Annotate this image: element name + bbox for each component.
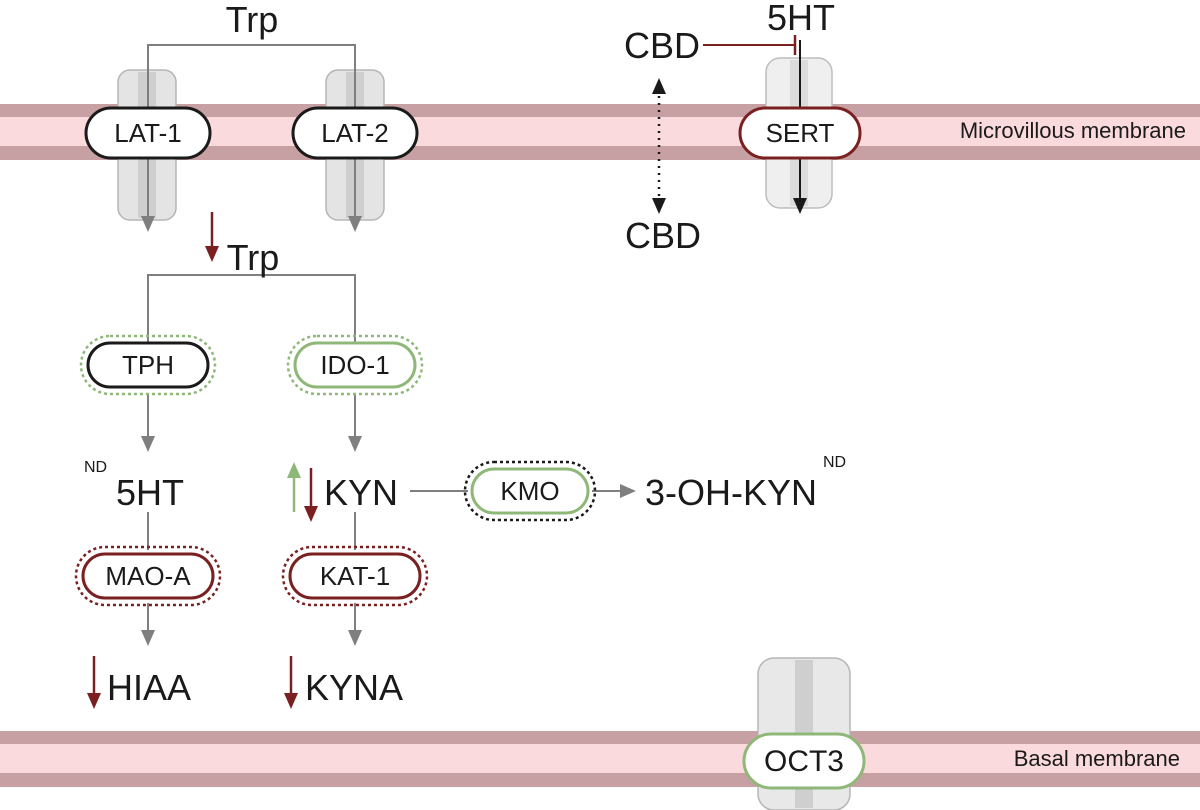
- microvillous-membrane-label: Microvillous membrane: [960, 118, 1186, 143]
- kat1-enzyme: KAT-1: [281, 545, 429, 607]
- kmo-enzyme: KMO: [463, 460, 597, 522]
- kat1-label: KAT-1: [320, 561, 390, 591]
- kyn-label: KYN: [324, 472, 398, 513]
- oct3-transporter: OCT3: [742, 732, 866, 790]
- hiaa-label: HIAA: [107, 667, 191, 708]
- 3ohkyn-label: 3-OH-KYN: [645, 472, 817, 513]
- trp-uptake-bracket: [147, 44, 356, 108]
- ido1-label: IDO-1: [320, 350, 389, 380]
- lat1-label: LAT-1: [114, 118, 181, 148]
- basal-membrane: [0, 731, 1200, 787]
- maoa-label: MAO-A: [105, 561, 191, 591]
- 5ht-outside-label: 5HT: [767, 0, 835, 38]
- trp-inside-label: Trp: [227, 237, 280, 278]
- 3ohkyn-not-detected-mark: ND: [823, 454, 846, 471]
- ido1-enzyme: IDO-1: [286, 334, 424, 396]
- kmo-label: KMO: [500, 476, 559, 506]
- basal-membrane-label: Basal membrane: [1014, 746, 1180, 771]
- oct3-label: OCT3: [764, 745, 844, 778]
- lat2-label: LAT-2: [321, 118, 388, 148]
- trp-metabolism-bracket: [147, 274, 356, 345]
- cbd-inside-label: CBD: [625, 215, 701, 256]
- cbd-outside-label: CBD: [624, 25, 700, 66]
- lat1-transporter: LAT-1: [84, 106, 212, 160]
- trp-outside-label: Trp: [226, 0, 279, 40]
- sert-label: SERT: [766, 118, 835, 148]
- sert-transporter: SERT: [738, 106, 862, 160]
- maoa-enzyme: MAO-A: [74, 545, 222, 607]
- tph-enzyme: TPH: [79, 334, 217, 396]
- tph-label: TPH: [122, 350, 174, 380]
- 5ht-label: 5HT: [116, 472, 184, 513]
- kyna-label: KYNA: [305, 667, 403, 708]
- lat2-transporter: LAT-2: [291, 106, 419, 160]
- 5ht-not-detected-mark: ND: [84, 459, 107, 476]
